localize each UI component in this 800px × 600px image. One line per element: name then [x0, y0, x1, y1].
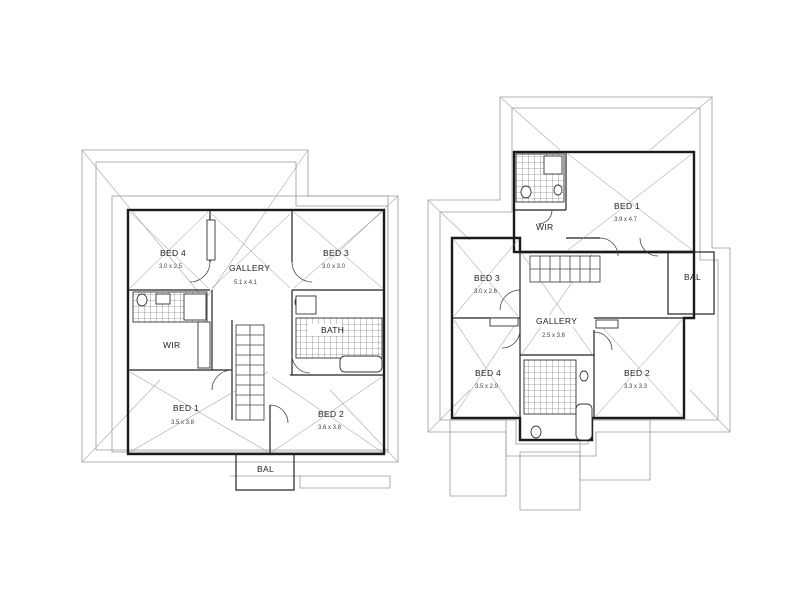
- left-bed1-dims: 3.5 x 3.8: [171, 420, 195, 426]
- left-floor-plan: BED 4 3.0 x 2.5 GALLERY 5.1 x 4.1 BED 3 …: [81, 149, 399, 491]
- right-bed1-dims: 3.9 x 4.7: [614, 217, 638, 223]
- right-bed4-dims: 3.5 x 2.9: [475, 384, 499, 390]
- left-gallery-label: GALLERY: [229, 263, 270, 273]
- left-balcony: [235, 453, 295, 491]
- left-door-swings: [189, 261, 313, 424]
- left-basin-icon: [155, 293, 171, 305]
- right-robe-icon: [489, 317, 519, 327]
- right-room-labels: BED 1 3.9 x 4.7 WIR BED 3 3.0 x 2.6 BAL …: [474, 201, 701, 390]
- left-bed1-label: BED 1: [173, 403, 199, 413]
- left-bed3-label: BED 3: [323, 248, 349, 258]
- left-bed2-label: BED 2: [318, 409, 344, 419]
- left-bal-label: BAL: [257, 464, 274, 474]
- left-room-diagonals: [129, 211, 383, 453]
- left-staircase: [235, 324, 265, 421]
- right-ensuite-toilet-icon: [520, 185, 532, 199]
- right-balcony: [667, 251, 715, 315]
- right-ensuite-shower-icon: [543, 155, 563, 175]
- left-bath-label: BATH: [321, 325, 344, 335]
- right-gallery-label: GALLERY: [536, 316, 577, 326]
- right-bath-toilet-icon: [530, 425, 542, 439]
- left-linen-icon: [197, 321, 211, 369]
- left-robe-icon: [206, 219, 216, 261]
- right-bed2-label: BED 2: [624, 368, 650, 378]
- left-fixtures: [132, 219, 383, 373]
- left-bed4-dims: 3.0 x 2.5: [159, 264, 183, 270]
- right-bal-label: BAL: [684, 272, 701, 282]
- left-bed3-dims: 3.0 x 3.0: [322, 264, 346, 270]
- right-bath-floor: [523, 359, 577, 415]
- left-shower-icon: [183, 293, 207, 321]
- right-linen-icon: [595, 319, 619, 329]
- right-bed3-label: BED 3: [474, 273, 500, 283]
- left-toilet-icon: [136, 293, 148, 307]
- left-bed4-label: BED 4: [160, 248, 186, 258]
- right-bed2-dims: 3.3 x 3.3: [624, 384, 648, 390]
- left-wir-label: WIR: [163, 340, 180, 350]
- left-roof-outline: [81, 149, 399, 489]
- left-vanity-icon: [295, 295, 317, 315]
- left-gallery-dims: 5.1 x 4.1: [234, 280, 258, 286]
- right-bed1-label: BED 1: [614, 201, 640, 211]
- right-bath-basin-icon: [579, 370, 589, 382]
- right-gallery-dims: 2.5 x 3.6: [542, 333, 566, 339]
- left-bed2-dims: 3.6 x 3.8: [318, 425, 342, 431]
- right-bathtub-icon: [575, 403, 593, 441]
- right-door-swings: [499, 209, 659, 351]
- right-fixtures: [489, 153, 619, 441]
- right-bed3-dims: 3.0 x 2.6: [474, 289, 498, 295]
- right-roof-outline: [427, 96, 731, 511]
- right-walls: [450, 150, 715, 442]
- right-wir-label: WIR: [536, 222, 553, 232]
- right-bed4-label: BED 4: [475, 368, 501, 378]
- left-room-labels: BED 4 3.0 x 2.5 GALLERY 5.1 x 4.1 BED 3 …: [159, 248, 349, 474]
- right-ensuite-basin-icon: [553, 184, 563, 196]
- left-bathtub-icon: [339, 355, 383, 373]
- right-staircase: [529, 255, 601, 283]
- right-floor-plan: BED 1 3.9 x 4.7 WIR BED 3 3.0 x 2.6 BAL …: [427, 96, 731, 511]
